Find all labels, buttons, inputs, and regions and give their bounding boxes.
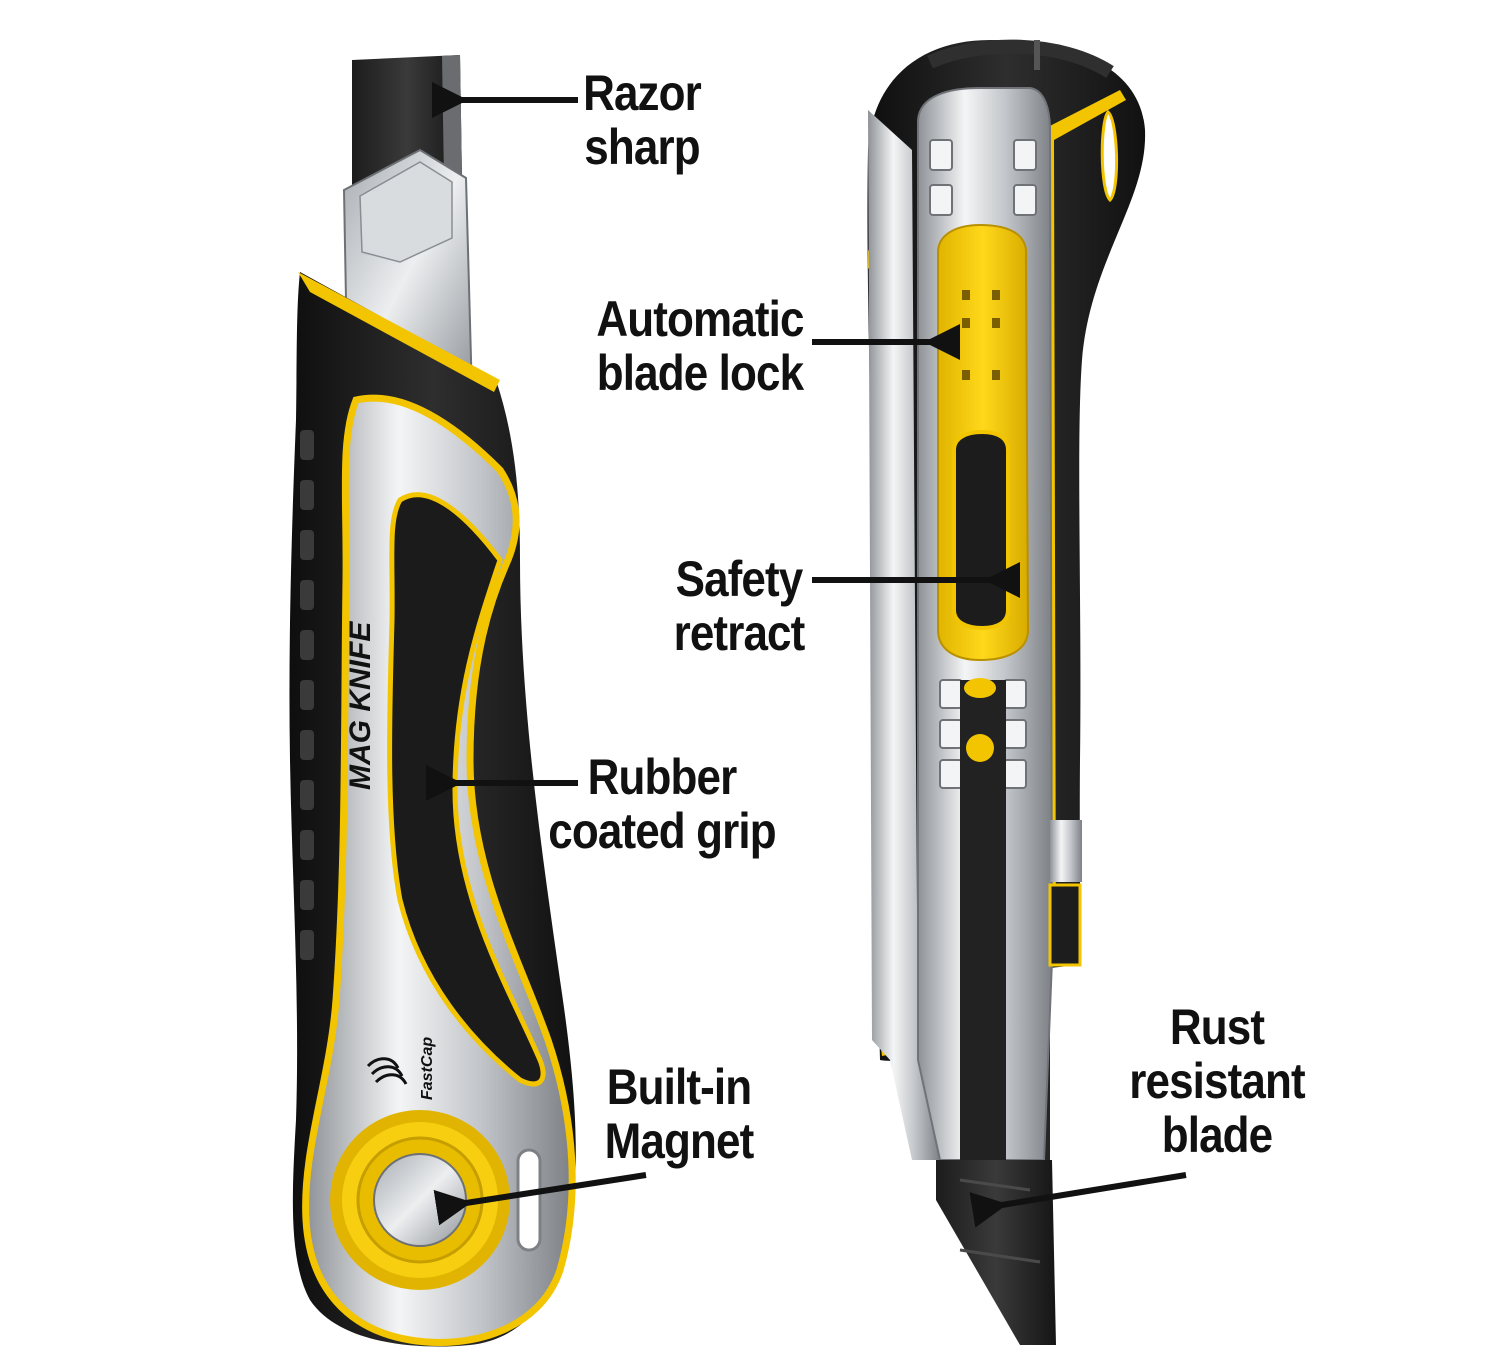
callout-line: Safety [675, 551, 804, 607]
arrow-rust [969, 1172, 1187, 1228]
callout-line: Razor [583, 65, 702, 121]
callout-line: sharp [584, 119, 700, 175]
fastcap-logo-text: FastCap [419, 1037, 436, 1100]
right-top-trim [927, 39, 1114, 78]
callout-line: resistant [1129, 1053, 1305, 1109]
callout-automatic-blade-lock: Automatic blade lock [586, 292, 815, 400]
callout-arrows [426, 82, 1187, 1228]
left-handle-slot [516, 1148, 542, 1252]
right-channel-teeth [929, 139, 1037, 789]
mag-knife-label: MAG KNIFE [344, 621, 377, 790]
fastcap-logo: FastCap [366, 1037, 436, 1100]
right-steel-strip-left [868, 110, 940, 1160]
left-blade-edge [442, 55, 462, 180]
right-inner-blade [960, 680, 1006, 1160]
safety-retract-button [952, 429, 1010, 631]
left-knife: MAG KNIFE FastCap [289, 55, 576, 1347]
callout-line: Rust [1169, 999, 1265, 1055]
left-nose-facet [359, 161, 453, 263]
right-hanging-slot [1100, 109, 1118, 203]
right-steel-plate [1050, 820, 1082, 882]
callout-line: coated grip [548, 803, 776, 859]
callout-line: Automatic [596, 291, 804, 347]
callout-line: blade [1161, 1107, 1273, 1163]
callout-built-in-magnet: Built-in Magnet [595, 1060, 762, 1168]
arrow-magnet [433, 1172, 647, 1226]
callout-razor-sharp: Razor sharp [580, 66, 703, 174]
right-knife [867, 39, 1146, 1345]
rust-resistant-blade-tip [936, 1160, 1056, 1345]
callout-line: Rubber [587, 749, 738, 805]
callout-line: retract [673, 605, 806, 661]
left-inner-grip [387, 492, 546, 1087]
magnet-core [373, 1153, 467, 1247]
callout-rubber-coated-grip: Rubber coated grip [539, 750, 785, 858]
callout-line: Built-in [606, 1059, 752, 1115]
left-grip-ribs [300, 430, 314, 960]
callout-line: blade lock [596, 345, 804, 401]
callout-safety-retract: Safety retract [664, 552, 814, 660]
callout-rust-resistant-blade: Rust resistant blade [1125, 1000, 1310, 1162]
callout-line: Magnet [604, 1113, 755, 1169]
left-yellow-trim-top [298, 272, 500, 392]
